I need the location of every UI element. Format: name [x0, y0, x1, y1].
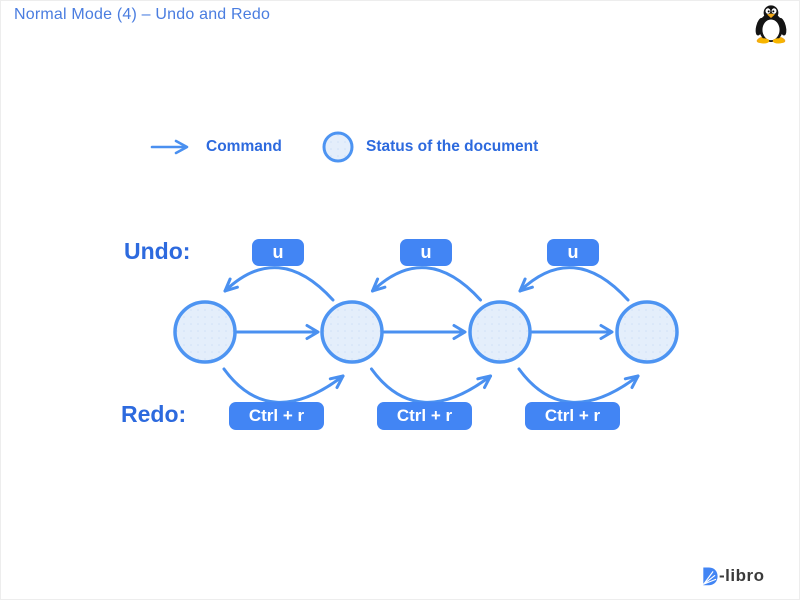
- status-node-4: [615, 300, 679, 364]
- redo-arc-1: [222, 367, 345, 404]
- undo-key-badge: u: [252, 239, 304, 266]
- legend-command-label: Command: [206, 138, 282, 155]
- status-node-2: [320, 300, 384, 364]
- undo-key-badge: u: [400, 239, 452, 266]
- dlibro-logo-d-icon: [703, 566, 718, 585]
- forward-arrow-2: [382, 324, 467, 340]
- tux-penguin-svg: [755, 5, 787, 44]
- undo-key-badge: u: [547, 239, 599, 266]
- dlibro-logo-text: -libro: [719, 566, 765, 585]
- redo-arc-2: [370, 367, 492, 404]
- redo-arc-3: [517, 367, 640, 404]
- legend-command-arrow-icon: [150, 139, 189, 155]
- tux-penguin-icon: [753, 3, 789, 45]
- undo-arc-1: [223, 266, 335, 302]
- status-node-3: [468, 300, 532, 364]
- status-nodes: [173, 300, 679, 364]
- legend-status-circle-icon: [322, 131, 354, 163]
- redo-key-badge: Ctrl + r: [229, 402, 324, 430]
- redo-key-badge: Ctrl + r: [377, 402, 472, 430]
- legend-status-label: Status of the document: [366, 138, 539, 155]
- undo-arc-2: [371, 266, 482, 302]
- undo-arcs: [223, 266, 630, 302]
- undo-row-label: Undo:: [124, 238, 191, 264]
- dlibro-logo: -libro: [700, 565, 765, 587]
- page-title: Normal Mode (4) – Undo and Redo: [14, 6, 271, 23]
- redo-key-badge: Ctrl + r: [525, 402, 620, 430]
- status-node-1: [173, 300, 237, 364]
- redo-row-label: Redo:: [121, 401, 187, 427]
- forward-arrows: [235, 324, 614, 340]
- forward-arrow-3: [530, 324, 614, 340]
- forward-arrow-1: [235, 324, 320, 340]
- redo-arcs: [222, 367, 640, 404]
- undo-arc-3: [518, 266, 630, 302]
